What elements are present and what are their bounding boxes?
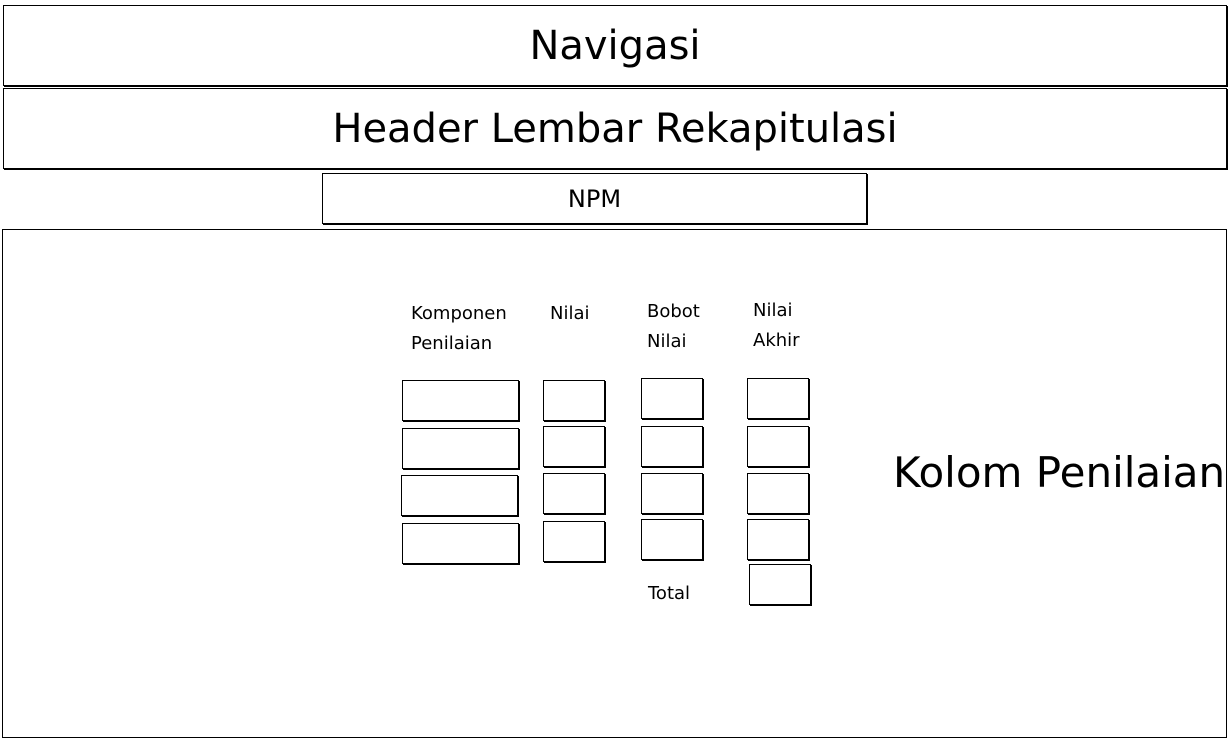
nilai-input[interactable] bbox=[543, 521, 605, 562]
nilai-akhir-field[interactable] bbox=[747, 426, 809, 467]
page-header: Header Lembar Rekapitulasi bbox=[3, 88, 1227, 169]
nilai-input[interactable] bbox=[543, 473, 605, 514]
nilai-akhir-field[interactable] bbox=[747, 519, 809, 560]
column-header-komponen: Komponen Penilaian bbox=[411, 303, 507, 354]
nilai-input[interactable] bbox=[543, 426, 605, 467]
nilai-akhir-field[interactable] bbox=[747, 378, 809, 419]
komponen-input[interactable] bbox=[402, 523, 519, 564]
komponen-input[interactable] bbox=[402, 428, 519, 469]
navigation-bar[interactable]: Navigasi bbox=[3, 5, 1227, 86]
column-header-bobot: Bobot Nilai bbox=[647, 301, 700, 352]
assessment-panel bbox=[2, 229, 1227, 738]
navigation-label: Navigasi bbox=[529, 22, 701, 69]
header-label: Header Lembar Rekapitulasi bbox=[332, 105, 898, 152]
nilai-input[interactable] bbox=[543, 380, 605, 421]
nilai-akhir-field[interactable] bbox=[747, 473, 809, 514]
bobot-input[interactable] bbox=[641, 519, 703, 560]
panel-title: Kolom Penilaian bbox=[893, 448, 1226, 497]
npm-field[interactable]: NPM bbox=[322, 173, 867, 224]
komponen-input[interactable] bbox=[402, 380, 519, 421]
column-header-nilai: Nilai bbox=[550, 303, 590, 324]
column-header-nilai-akhir: Nilai Akhir bbox=[753, 300, 800, 351]
bobot-input[interactable] bbox=[641, 378, 703, 419]
komponen-input[interactable] bbox=[401, 475, 518, 516]
bobot-input[interactable] bbox=[641, 426, 703, 467]
npm-label: NPM bbox=[567, 184, 622, 213]
total-label: Total bbox=[648, 583, 691, 604]
total-field[interactable] bbox=[749, 564, 811, 605]
bobot-input[interactable] bbox=[641, 473, 703, 514]
